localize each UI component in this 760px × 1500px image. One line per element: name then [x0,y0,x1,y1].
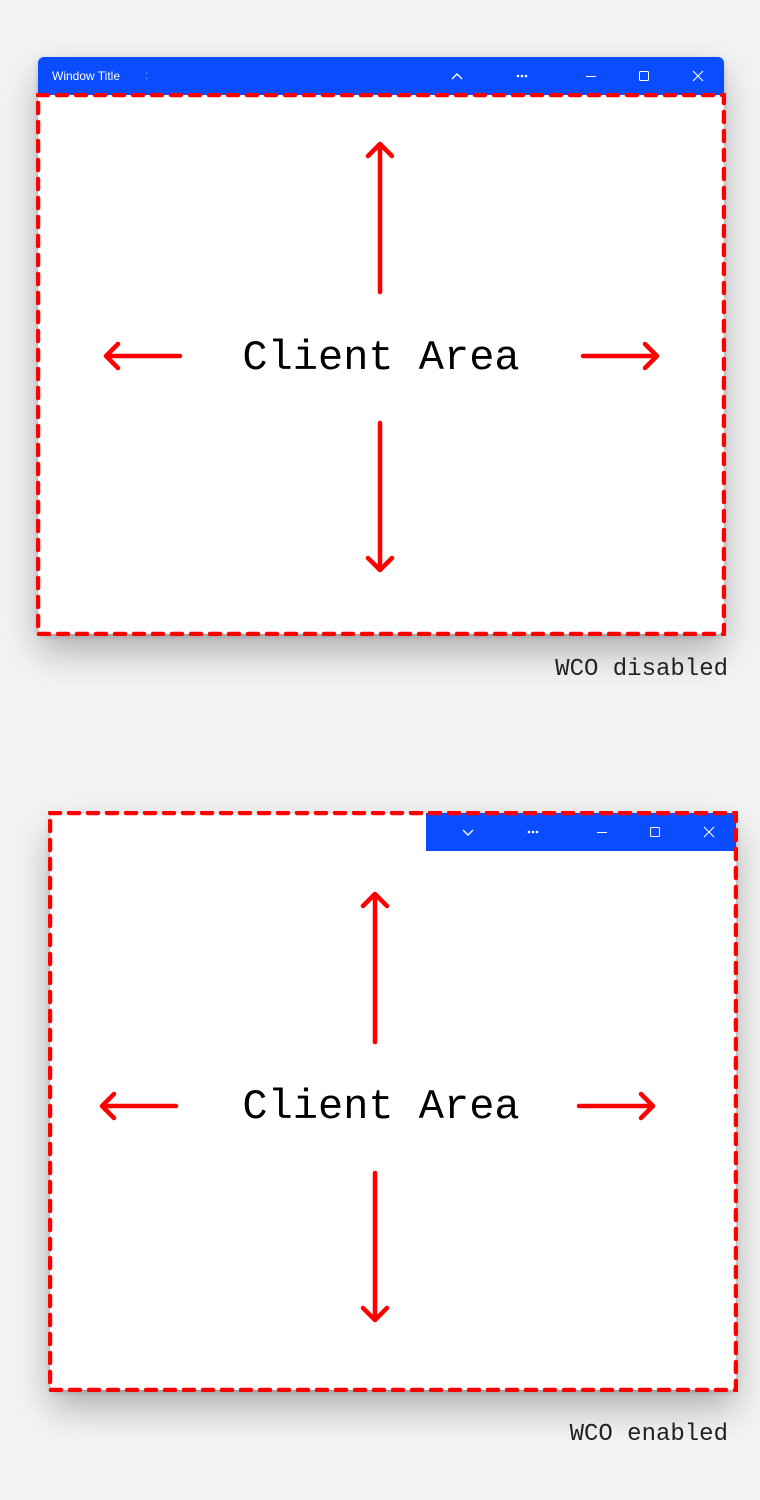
maximize-icon [639,71,649,81]
collapse-button[interactable] [434,57,480,95]
title-separator: : [145,68,149,82]
minimize-icon [586,76,596,77]
arrow-right-icon [576,1091,656,1121]
more-button[interactable] [499,57,545,95]
window-wco-disabled: Window Title : [36,57,726,636]
close-icon [692,70,704,82]
window-title: Window Title [52,69,121,83]
caption-wco-disabled: WCO disabled [555,656,728,683]
arrow-up-icon [365,141,395,295]
expansion-arrows [99,891,656,1323]
arrow-right-icon [580,341,660,371]
arrow-down-icon [365,420,395,573]
arrow-down-icon [360,1170,390,1323]
chevron-up-icon [451,73,463,80]
client-area-label: Client Area [242,1083,520,1131]
minimize-button[interactable] [568,57,614,95]
caption-wco-enabled: WCO enabled [569,1421,728,1448]
arrow-left-icon [99,1091,179,1121]
close-button[interactable] [675,57,721,95]
maximize-button[interactable] [621,57,667,95]
expansion-arrows [103,141,660,573]
more-icon [516,74,528,78]
window-wco-enabled: Client Area [48,811,738,1392]
client-area-label: Client Area [242,334,520,382]
title-bar[interactable]: Window Title : [38,57,724,95]
arrow-left-icon [103,341,183,371]
arrow-up-icon [360,891,390,1045]
